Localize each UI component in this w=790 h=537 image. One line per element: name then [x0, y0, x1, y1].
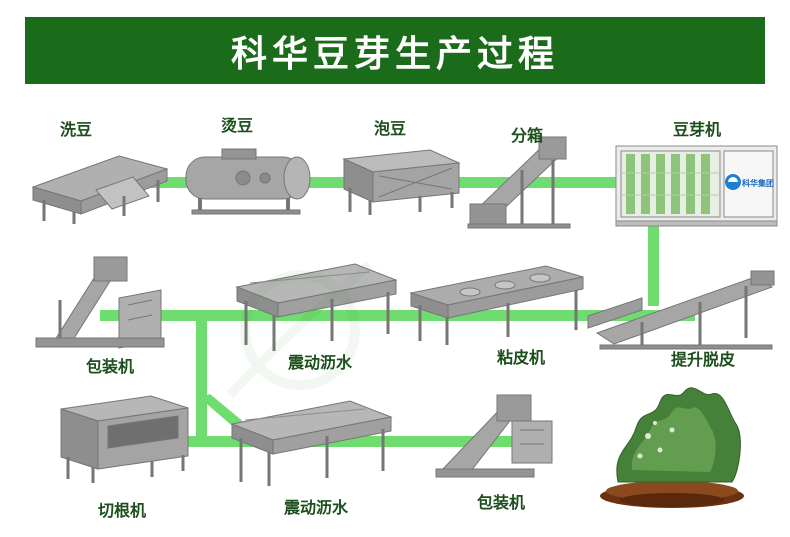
label-wash-beans: 洗豆	[59, 122, 93, 139]
skin-removal-machine	[409, 265, 584, 345]
label-vibrating-drain-1: 震动沥水	[287, 355, 353, 372]
lift-peeling-machine	[587, 270, 775, 350]
label-skin-machine: 粘皮机	[496, 350, 546, 367]
label-vibrating-drain-2: 震动沥水	[283, 500, 349, 517]
label-sprout-machine: 豆芽机	[672, 122, 722, 139]
label-box-divider: 分箱	[510, 128, 544, 145]
wash-beans-machine	[31, 155, 169, 224]
box-divider-elevator	[467, 136, 571, 229]
vibrating-drain-machine-1	[235, 263, 398, 351]
header-banner: 科华豆芽生产过程	[25, 17, 765, 84]
connector-row2	[100, 310, 695, 321]
soak-beans-machine	[342, 149, 461, 215]
blanch-beans-machine	[185, 148, 311, 215]
vibrating-drain-machine-2	[230, 400, 393, 486]
packaging-machine-2	[435, 394, 553, 478]
label-lift-peeling: 提升脱皮	[670, 352, 736, 369]
root-cutting-machine	[60, 395, 189, 483]
watermark	[226, 261, 373, 399]
page-title: 科华豆芽生产过程	[230, 32, 559, 74]
brand-logo-text: 科华集团	[742, 178, 774, 188]
label-packaging-2: 包装机	[476, 495, 526, 512]
jade-ornament	[600, 387, 744, 508]
label-root-cutter: 切根机	[97, 503, 147, 520]
connector-down-left	[196, 321, 207, 443]
label-soak-beans: 泡豆	[373, 121, 407, 138]
sprout-trays	[626, 154, 710, 214]
sprout-machine-container: 科华集团	[615, 145, 778, 227]
connector-down-right	[648, 188, 659, 306]
label-packaging-1: 包装机	[85, 359, 135, 376]
label-blanch-beans: 烫豆	[220, 118, 254, 135]
packaging-machine-1	[35, 256, 165, 349]
